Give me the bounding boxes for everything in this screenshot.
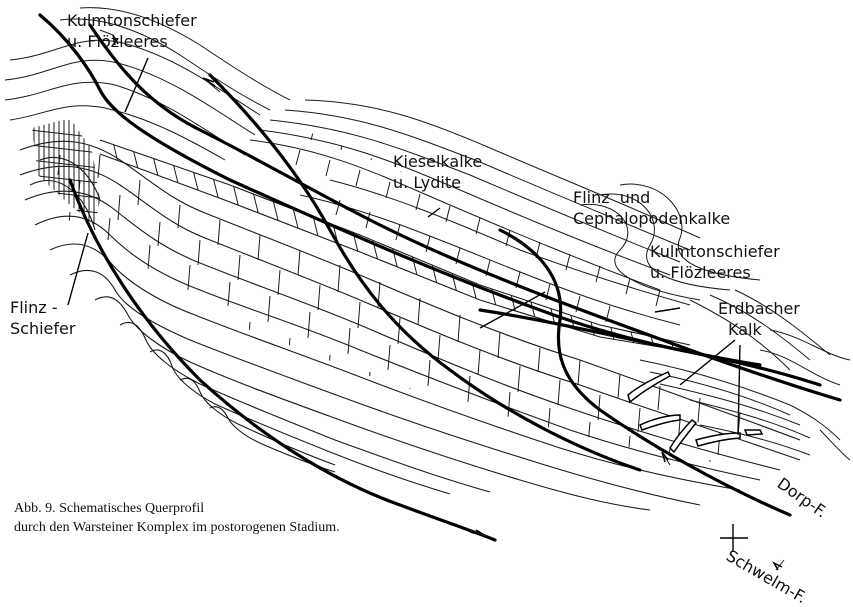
label-erdbacher-1: Erdbacher — [718, 299, 800, 318]
label-flinz-schiefer-1: Flinz - — [10, 298, 58, 317]
caption-line-1: Abb. 9. Schematisches Querprofil — [14, 501, 204, 516]
fault-arrows — [100, 30, 784, 570]
fault-top-right — [480, 310, 820, 385]
flinz-schiefer-hatch — [30, 120, 100, 230]
upper-left-strata — [5, 8, 290, 160]
fault-center — [210, 75, 640, 470]
leader-kulm-right — [655, 308, 680, 312]
label-kulm-right-2: u. Flözleeres — [650, 263, 751, 282]
label-flinz-schiefer-2: Schiefer — [10, 319, 76, 338]
label-kulm-top-2: u. Flözleeres — [67, 32, 168, 51]
label-kiesel-2: u. Lydite — [393, 173, 461, 192]
label-schwelm: Schwelm-F. — [723, 546, 810, 607]
label-dorp: Dorp-F. — [774, 474, 831, 522]
label-erdbacher-2: Kalk — [728, 320, 762, 339]
folded-mass — [20, 141, 800, 510]
figure-caption: Abb. 9. Schematisches Querprofil durch d… — [14, 501, 340, 535]
label-flinz-cephal-2: Cephalopodenkalke — [573, 209, 730, 228]
fault-lower — [70, 180, 495, 540]
caption-line-2: durch den Warsteiner Komplex im postorog… — [14, 520, 340, 535]
label-kulm-right-1: Kulmtonschiefer — [650, 242, 780, 261]
label-kiesel-1: Kieselkalke — [393, 152, 482, 171]
label-flinz-cephal-1: Flinz und — [573, 188, 650, 207]
label-kulm-top-1: Kulmtonschiefer — [67, 11, 197, 30]
